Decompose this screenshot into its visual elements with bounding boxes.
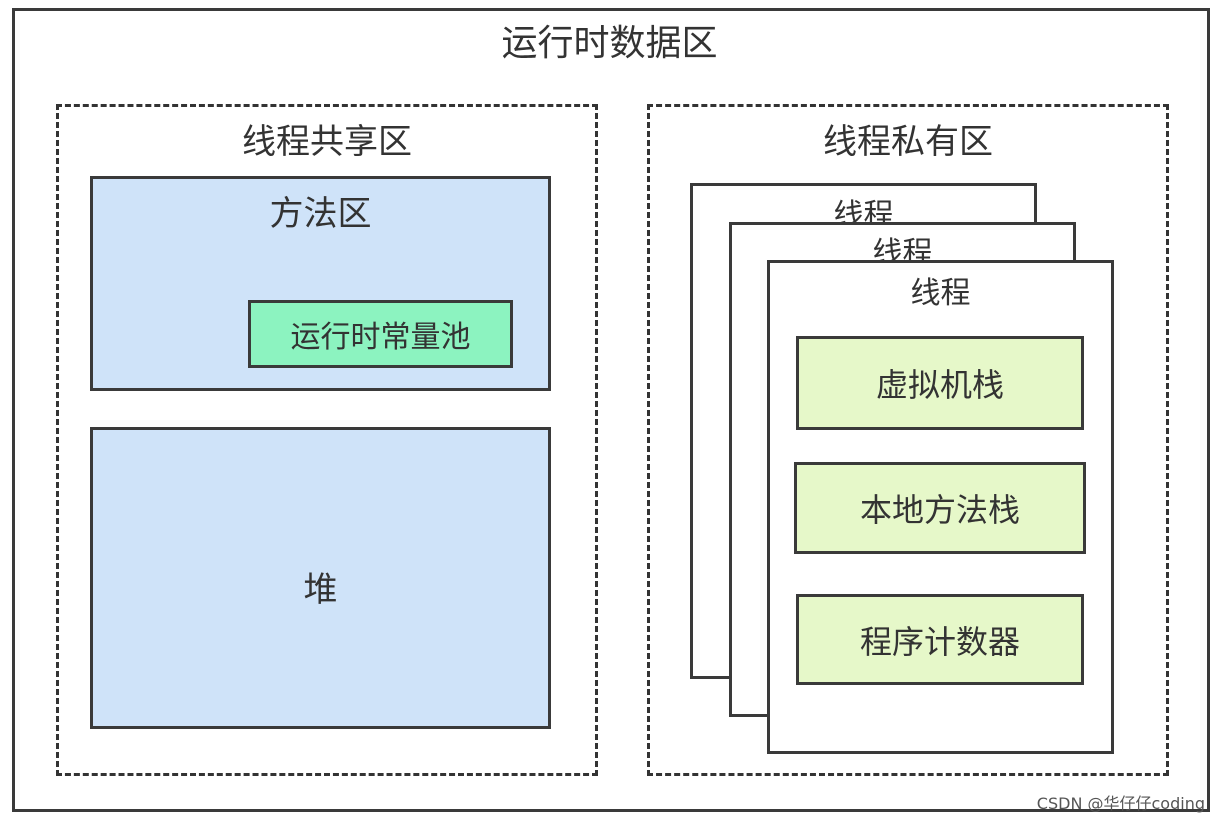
thread-shared-region-label: 线程共享区 — [242, 122, 412, 162]
heap-label: 堆 — [303, 570, 338, 610]
diagram-title: 运行时数据区 — [501, 23, 718, 64]
watermark: CSDN @华仔仔coding — [1036, 794, 1205, 813]
thread-shared-region — [56, 104, 598, 776]
runtime-constant-pool-box: 运行时常量池 — [248, 300, 513, 368]
thread-private-region — [647, 104, 1169, 776]
program-counter-box: 程序计数器 — [796, 594, 1084, 685]
thread-label-front: 线程 — [910, 276, 971, 311]
heap-box — [90, 427, 551, 729]
vm-stack-box: 虚拟机栈 — [796, 336, 1084, 430]
native-method-stack-box: 本地方法栈 — [794, 462, 1086, 554]
thread-private-region-label: 线程私有区 — [823, 122, 993, 162]
method-area-label: 方法区 — [269, 194, 372, 234]
